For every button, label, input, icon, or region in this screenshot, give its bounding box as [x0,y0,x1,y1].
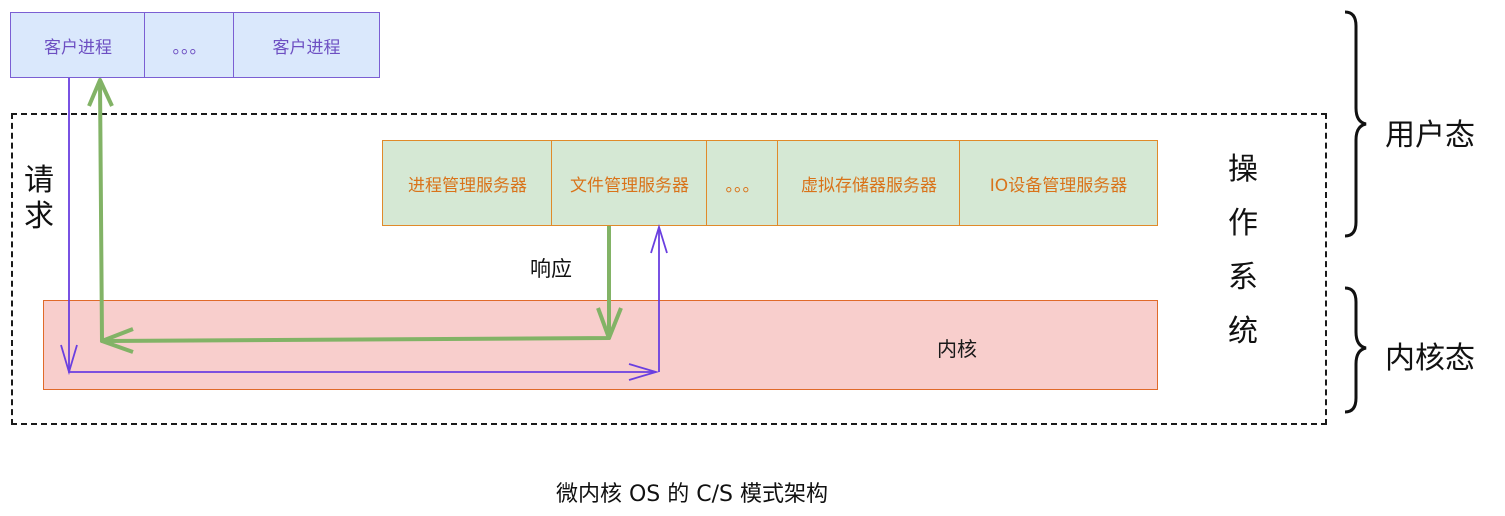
response-label: 响应 [530,257,572,281]
request-label: 请 求 [24,166,54,232]
os-label: 操 作 系 统 [1228,155,1258,347]
kernel-mode-label: 内核态 [1385,341,1475,376]
response-arrowhead-up [87,78,114,107]
operating-system-frame [11,113,1327,425]
os-char-4: 统 [1228,314,1258,349]
response-arrowhead-left [100,327,134,354]
server-io-device-manager: IO设备管理服务器 [959,140,1158,226]
request-arrowhead-up [650,223,668,254]
client-process-ellipsis: 。。。 [144,12,235,78]
client-process-1: 客户进程 [10,12,146,78]
os-char-3: 系 [1228,260,1258,295]
kernel-mode-brace [1344,286,1367,414]
request-arrow-line [68,78,656,373]
response-arrowhead-down [596,307,623,340]
server-ellipsis: 。。。 [706,140,779,226]
client-process-2: 客户进程 [233,12,380,78]
request-arrowhead-right [628,363,660,381]
response-arrow-line [98,81,611,343]
request-char-1: 请 [24,163,54,198]
os-char-1: 操 [1228,152,1258,187]
server-file-manager: 文件管理服务器 [551,140,708,226]
kernel-label: 内核 [937,337,977,361]
request-char-2: 求 [24,199,54,234]
diagram-caption: 微内核 OS 的 C/S 模式架构 [556,482,828,507]
os-char-2: 作 [1228,206,1258,241]
request-arrowhead-down [60,344,78,376]
user-mode-label: 用户态 [1385,118,1475,153]
user-mode-brace [1344,10,1367,238]
server-virtual-memory: 虚拟存储器服务器 [777,140,961,226]
